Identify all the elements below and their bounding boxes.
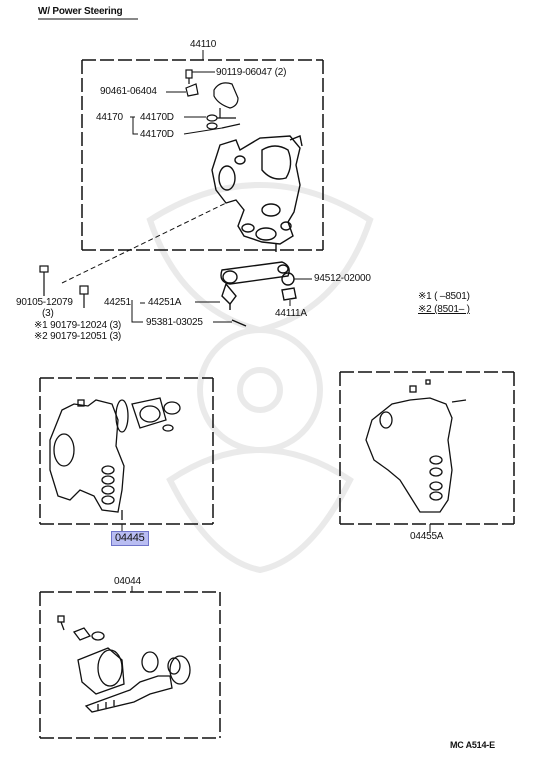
box-04044-frame <box>39 591 221 739</box>
label-part-p11[interactable]: 44251A <box>148 297 182 308</box>
label-part-p2[interactable]: 90461-06404 <box>100 86 157 97</box>
label-part-p1[interactable]: 90119-06047 (2) <box>216 67 287 78</box>
note-2: ※2 (8501– ) <box>418 304 470 315</box>
label-part-p4[interactable]: 44170D <box>140 112 174 123</box>
note-1: ※1 ( –8501) <box>418 291 470 302</box>
label-part-p8[interactable]: ※2 90179-12051 (3) <box>34 331 122 342</box>
label-44110[interactable]: 44110 <box>190 39 217 50</box>
label-part-p12[interactable]: 95381-03025 <box>146 317 203 328</box>
leader-p5 <box>183 127 223 135</box>
leader-p10-branch <box>131 300 143 323</box>
label-part-p6[interactable]: 90105-12079 <box>16 297 73 308</box>
label-part-p9[interactable]: 94512-02000 <box>314 273 371 284</box>
box-04455a-frame <box>339 371 515 525</box>
leader-p3-branch <box>132 117 138 135</box>
section-title: W/ Power Steering <box>38 6 123 17</box>
label-part-p5[interactable]: 44170D <box>140 129 174 140</box>
label-04044[interactable]: 04044 <box>114 576 141 587</box>
label-part-p6-qty: (3) <box>42 308 54 319</box>
steering-gear-body <box>211 135 303 252</box>
label-04445-highlighted[interactable]: 04445 <box>111 531 149 546</box>
gasket-set-b <box>365 379 467 513</box>
watermark-emblem <box>146 182 374 574</box>
label-part-p7[interactable]: ※1 90179-12024 (3) <box>34 320 122 331</box>
label-04455a[interactable]: 04455A <box>410 531 444 542</box>
gasket-set-a <box>49 397 181 520</box>
label-part-p10[interactable]: 44251 <box>104 297 131 308</box>
footer-code: MC A514-E <box>450 740 495 750</box>
mounting-bolt <box>39 265 89 308</box>
box-04445-frame <box>39 377 214 525</box>
mount-line <box>61 202 227 284</box>
label-part-p3[interactable]: 44170 <box>96 112 123 123</box>
bracket-parts <box>185 69 241 130</box>
seal-kit-parts <box>57 615 191 713</box>
label-part-p13[interactable]: 44111A <box>275 308 307 319</box>
